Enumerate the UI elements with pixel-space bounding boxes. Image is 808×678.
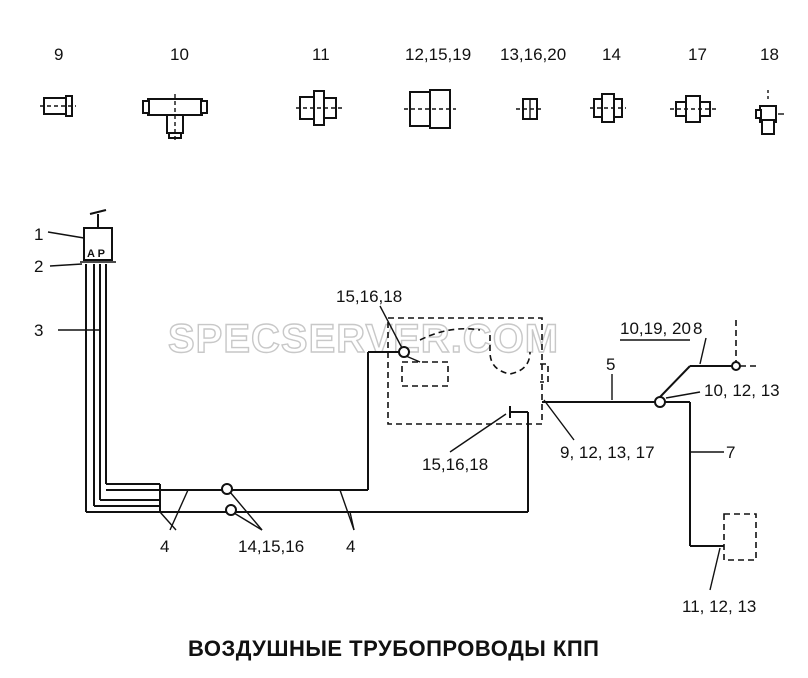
- part-row: 9 10 11 12,15,19: [40, 45, 784, 140]
- part-9-icon: [40, 95, 76, 117]
- coupler-icon: [225, 504, 237, 516]
- callout-2: 2: [34, 257, 43, 276]
- callout-15-bottom: 15,16,18: [422, 455, 488, 474]
- callout-10-right: 10, 12, 13: [704, 381, 780, 400]
- part-17-icon: [670, 95, 716, 123]
- callout-15-top: 15,16,18: [336, 287, 402, 306]
- part-14-icon: [590, 93, 626, 123]
- callout-5: 5: [606, 355, 615, 374]
- connector-icon: [398, 346, 410, 358]
- part-label-11: 11: [312, 45, 330, 64]
- diagram-title: ВОЗДУШНЫЕ ТРУБОПРОВОДЫ КПП: [188, 636, 599, 661]
- callout-14: 14,15,16: [238, 537, 304, 556]
- part-10-icon: [142, 94, 208, 140]
- receiver-outline: [723, 513, 757, 561]
- callout-7: 7: [726, 443, 735, 462]
- callout-9: 9, 12, 13, 17: [560, 443, 655, 462]
- part-label-10: 10: [170, 45, 189, 64]
- callout-4-left: 4: [160, 537, 169, 556]
- part-18-icon: [755, 90, 784, 135]
- part-label-12: 12,15,19: [405, 45, 471, 64]
- valve-port-label: A P: [87, 248, 105, 260]
- part-label-18: 18: [760, 45, 779, 64]
- valve-icon: [80, 209, 116, 263]
- pipeline: A P: [47, 209, 757, 591]
- tee-icon: [654, 396, 666, 408]
- connector-icon: [731, 361, 741, 371]
- watermark: SPECSERVER.COM: [168, 317, 559, 361]
- coupler-icon: [221, 483, 233, 495]
- part-13-icon: [516, 98, 544, 120]
- part-12-icon: [404, 89, 456, 129]
- part-label-9: 9: [54, 45, 63, 64]
- callout-10-top: 10,19, 20: [620, 319, 691, 338]
- callout-11: 11, 12, 13: [682, 597, 756, 616]
- callout-8: 8: [693, 319, 702, 338]
- part-label-17: 17: [688, 45, 707, 64]
- part-label-13: 13,16,20: [500, 45, 566, 64]
- callout-1: 1: [34, 225, 43, 244]
- part-11-icon: [296, 90, 342, 126]
- callout-3: 3: [34, 321, 43, 340]
- callout-4-right: 4: [346, 537, 355, 556]
- part-label-14: 14: [602, 45, 621, 64]
